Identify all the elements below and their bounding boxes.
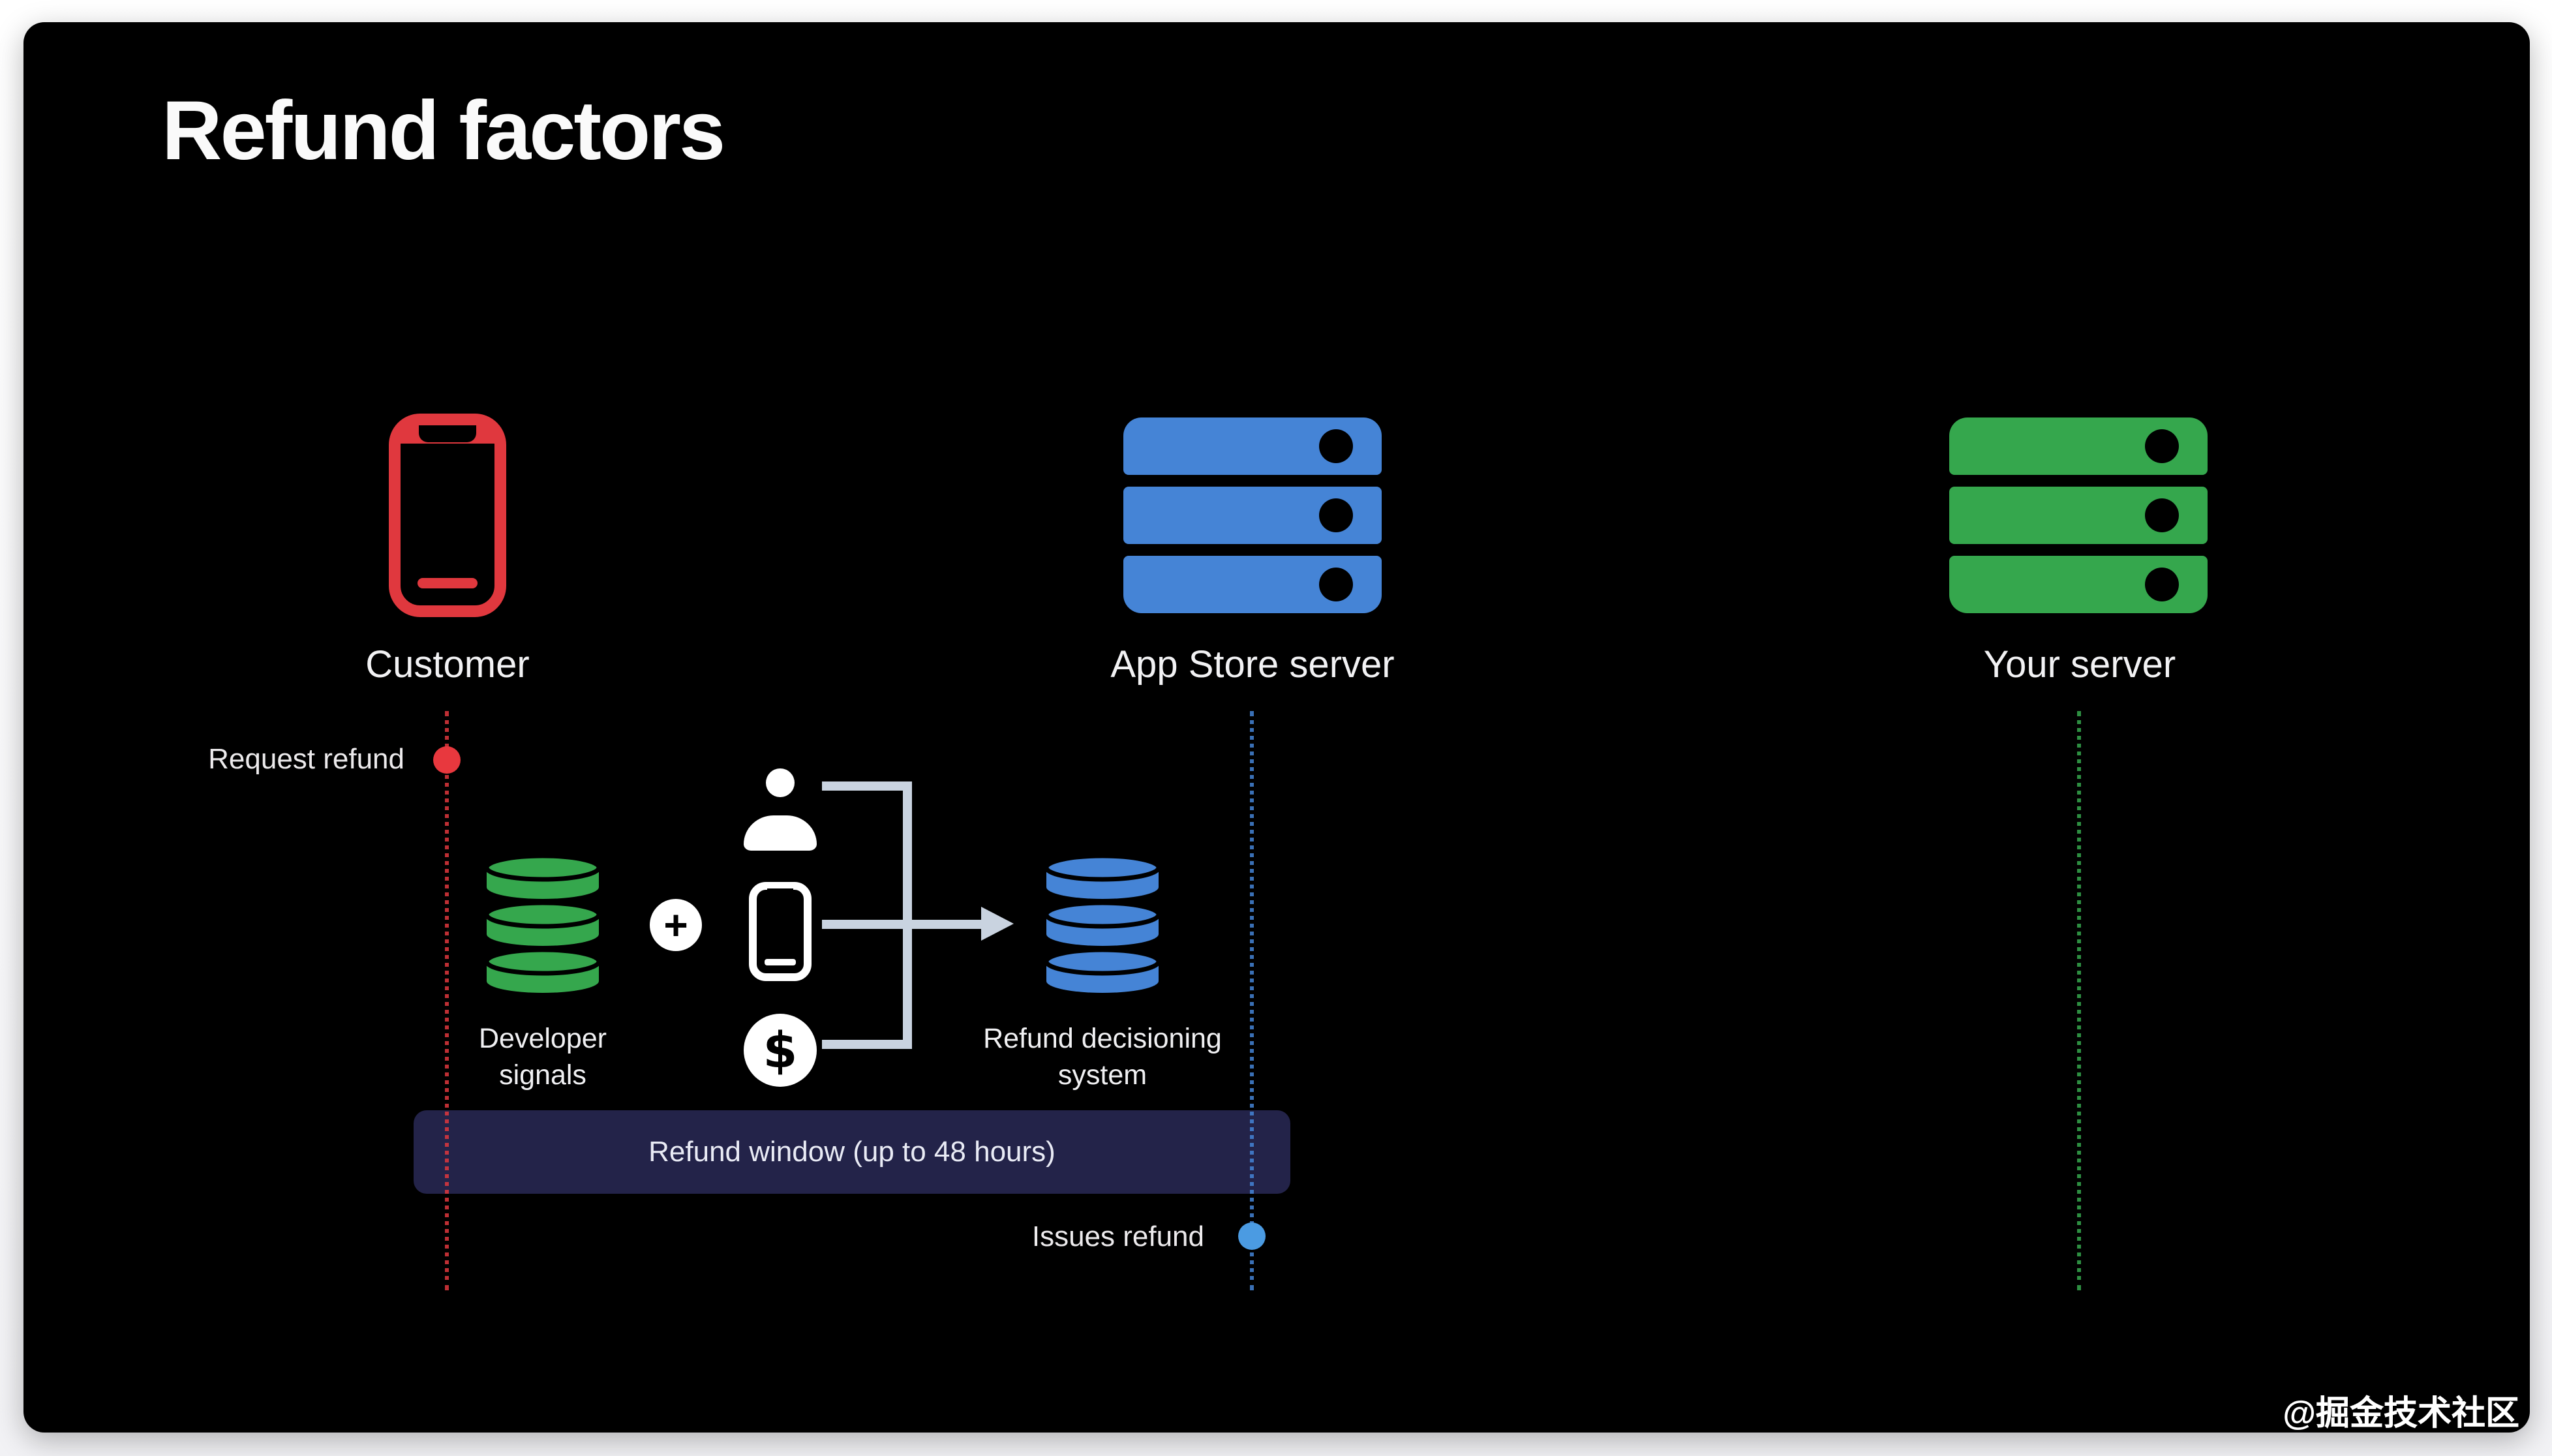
server-dot <box>1319 498 1353 532</box>
person-icon <box>744 768 817 852</box>
arrow-icon <box>981 907 1014 941</box>
server-dot <box>1319 568 1353 601</box>
slide: Refund factors Customer App Store server… <box>23 22 2530 1433</box>
refund-decisioning-label: Refund decisioning system <box>983 1023 1222 1091</box>
dollar-icon: $ <box>744 1014 817 1087</box>
device-icon <box>749 882 812 981</box>
refund-decisioning-database-icon <box>1044 856 1161 993</box>
refund-window-label: Refund window (up to 48 hours) <box>648 1135 1056 1168</box>
iphone-homebar <box>418 578 478 588</box>
watermark: @掘金技术社区 <box>2283 1393 2519 1433</box>
developer-signals-label: Developer signals <box>479 1023 607 1091</box>
request-refund-label: Request refund <box>208 742 404 775</box>
server-icon-your-server <box>1949 417 2208 613</box>
your-server-timeline-line <box>2077 711 2081 1290</box>
server-dot <box>2145 498 2179 532</box>
column-label-your-server: Your server <box>1983 645 2176 686</box>
column-label-app-store-server: App Store server <box>1110 645 1395 686</box>
connector-person <box>822 781 912 791</box>
issues-refund-dot <box>1238 1222 1266 1250</box>
developer-signals-database-icon <box>484 856 601 993</box>
request-refund-dot <box>433 746 461 774</box>
connector-device <box>822 920 982 929</box>
app-store-timeline-line <box>1250 711 1254 1290</box>
issues-refund-label: Issues refund <box>1031 1220 1204 1252</box>
page-title: Refund factors <box>162 83 725 177</box>
iphone-icon <box>389 414 506 617</box>
server-dot <box>1319 429 1353 463</box>
server-icon-app-store <box>1123 417 1382 613</box>
server-dot <box>2145 429 2179 463</box>
customer-timeline-line <box>445 711 449 1290</box>
plus-icon: + <box>650 899 702 951</box>
refund-window-bar: Refund window (up to 48 hours) <box>414 1110 1290 1194</box>
server-dot <box>2145 568 2179 601</box>
connector-vertical <box>903 781 912 1049</box>
iphone-notch <box>419 425 476 442</box>
column-label-customer: Customer <box>365 645 530 686</box>
connector-dollar <box>822 1040 912 1049</box>
